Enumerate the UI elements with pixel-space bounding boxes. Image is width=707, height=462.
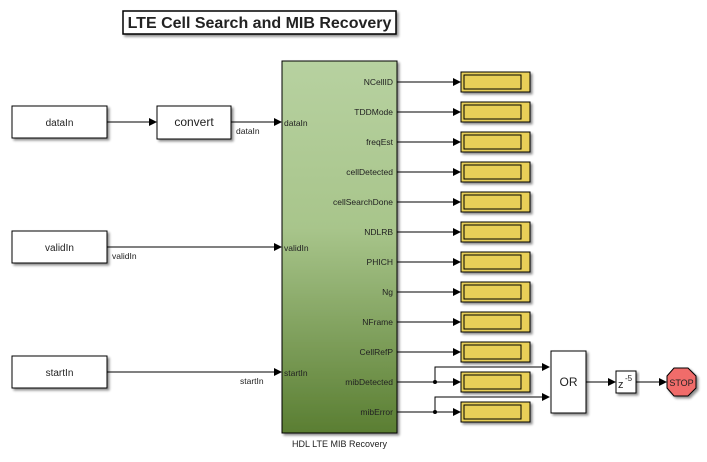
subsystem-output-port-ncell-id: NCellID	[364, 77, 393, 87]
display-block-cell-search-done[interactable]	[460, 191, 531, 213]
subsystem-input-port-datain: dataIn	[284, 118, 308, 128]
subsystem-output-port-ng: Ng	[382, 287, 393, 297]
hdl-lte-mib-recovery-subsystem[interactable]: dataIn validIn startIn NCellID TDDMode fre…	[281, 60, 398, 434]
delay-base-label: z	[618, 379, 624, 391]
subsystem-output-port-cell-detected: cellDetected	[346, 167, 393, 177]
inport-datain-block[interactable]: dataIn	[11, 105, 108, 139]
display-block-mib-error[interactable]	[460, 401, 531, 423]
display-value-field	[463, 164, 522, 180]
display-value-field	[463, 284, 522, 300]
signal-label-validin: validIn	[112, 251, 137, 261]
display-block-nframe[interactable]	[460, 311, 531, 333]
display-block-tddmode[interactable]	[460, 101, 531, 123]
inport-validin-block[interactable]: validIn	[11, 230, 108, 264]
delay-block[interactable]: z -5	[615, 370, 637, 394]
subsystem-output-port-cell-search-done: cellSearchDone	[333, 197, 393, 207]
branch-mibdetected-to-or[interactable]	[433, 363, 550, 384]
stop-label: STOP	[669, 378, 693, 388]
display-block-phich[interactable]	[460, 251, 531, 273]
display-block-mib-detected[interactable]	[460, 371, 531, 393]
subsystem-output-port-mib-error: mibError	[360, 407, 393, 417]
display-value-field	[463, 74, 522, 90]
display-value-field	[463, 314, 522, 330]
subsystem-output-port-nframe: NFrame	[362, 317, 393, 327]
display-value-field	[463, 254, 522, 270]
display-value-field	[463, 344, 522, 360]
delay-exponent-label: -5	[625, 374, 633, 383]
display-value-field	[463, 134, 522, 150]
subsystem-output-port-freq-est: freqEst	[366, 137, 394, 147]
stop-simulation-block[interactable]: STOP	[666, 367, 697, 397]
subsystem-input-port-startin: startIn	[284, 368, 308, 378]
display-value-field	[463, 224, 522, 240]
or-logic-block[interactable]: OR	[550, 350, 587, 414]
signal-label-datain: dataIn	[236, 126, 260, 136]
display-block-ng[interactable]	[460, 281, 531, 303]
inport-startin-block[interactable]: startIn	[11, 355, 108, 389]
subsystem-output-port-tddmode: TDDMode	[354, 107, 393, 117]
subsystem-input-port-validin: validIn	[284, 243, 309, 253]
display-block-ncell-id[interactable]	[460, 71, 531, 93]
display-block-ndlrb[interactable]	[460, 221, 531, 243]
diagram-title: LTE Cell Search and MIB Recovery	[128, 15, 392, 32]
display-block-cell-ref-p[interactable]	[460, 341, 531, 363]
branch-miberror-to-or[interactable]	[433, 393, 550, 414]
inport-startin-label: startIn	[46, 368, 74, 379]
display-value-field	[463, 404, 522, 420]
inport-validin-label: validIn	[45, 243, 74, 254]
inport-datain-label: dataIn	[46, 118, 74, 129]
display-value-field	[463, 374, 522, 390]
subsystem-output-port-mib-detected: mibDetected	[345, 377, 393, 387]
display-value-field	[463, 194, 522, 210]
display-block-freq-est[interactable]	[460, 131, 531, 153]
subsystem-name-label: HDL LTE MIB Recovery	[292, 439, 388, 449]
subsystem-output-port-cell-ref-p: CellRefP	[359, 347, 393, 357]
convert-block[interactable]: convert	[156, 105, 232, 140]
display-block-cell-detected[interactable]	[460, 161, 531, 183]
subsystem-output-port-phich: PHICH	[367, 257, 393, 267]
signal-label-startin: startIn	[240, 376, 264, 386]
title-annotation[interactable]: LTE Cell Search and MIB Recovery	[122, 10, 397, 35]
subsystem-output-port-ndlrb: NDLRB	[364, 227, 393, 237]
convert-label: convert	[174, 115, 214, 129]
or-label: OR	[560, 375, 578, 389]
display-value-field	[463, 104, 522, 120]
